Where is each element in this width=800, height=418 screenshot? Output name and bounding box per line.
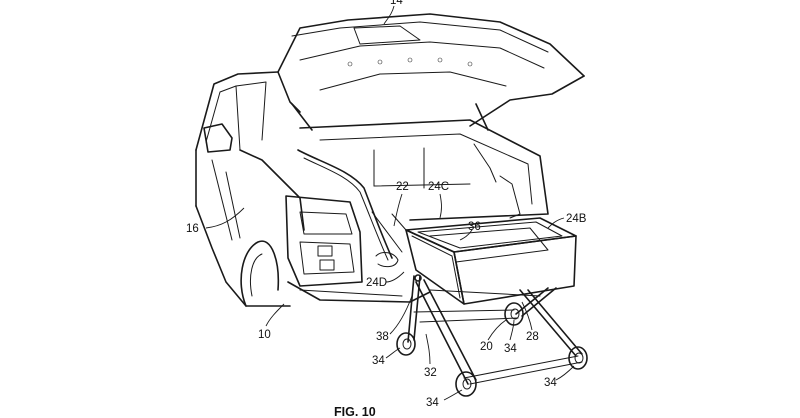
wheel-front-left	[396, 332, 416, 356]
leader-lines	[205, 5, 575, 401]
label-wheel-front-right: 34	[504, 343, 517, 355]
frunk-cavity	[297, 119, 549, 268]
label-wall-d: 24D	[366, 277, 387, 289]
label-wall-b: 24B	[566, 213, 587, 225]
open-hood	[277, 13, 585, 131]
label-bumper: 10	[258, 329, 271, 341]
reference-labels: 14 16 10 22 24C 24B 36 24D 38 34 32 20 3…	[186, 0, 587, 409]
wheel-rear-left	[455, 371, 477, 397]
cart-legs	[407, 274, 583, 385]
label-wheel-rear-left: 34	[426, 397, 439, 409]
figure-caption: FIG. 10	[334, 405, 376, 418]
label-wheel-rear-right: 34	[544, 377, 557, 389]
label-hood: 14	[390, 0, 403, 7]
cargo-tray	[371, 211, 577, 305]
wheel-rear-right	[568, 346, 588, 370]
cart-wheels	[396, 302, 588, 397]
label-body: 16	[186, 223, 199, 235]
label-bed: 22	[396, 181, 409, 193]
label-leg-rear: 28	[526, 331, 539, 343]
label-wall-c: 24C	[428, 181, 449, 193]
label-leg-front: 32	[424, 367, 437, 379]
label-hinge: 38	[376, 331, 389, 343]
label-wheel-front-left: 34	[372, 355, 385, 367]
truck-body	[195, 71, 431, 307]
label-arm: 20	[480, 341, 493, 353]
wheel-front-right	[504, 302, 524, 326]
label-floor: 36	[468, 221, 481, 233]
